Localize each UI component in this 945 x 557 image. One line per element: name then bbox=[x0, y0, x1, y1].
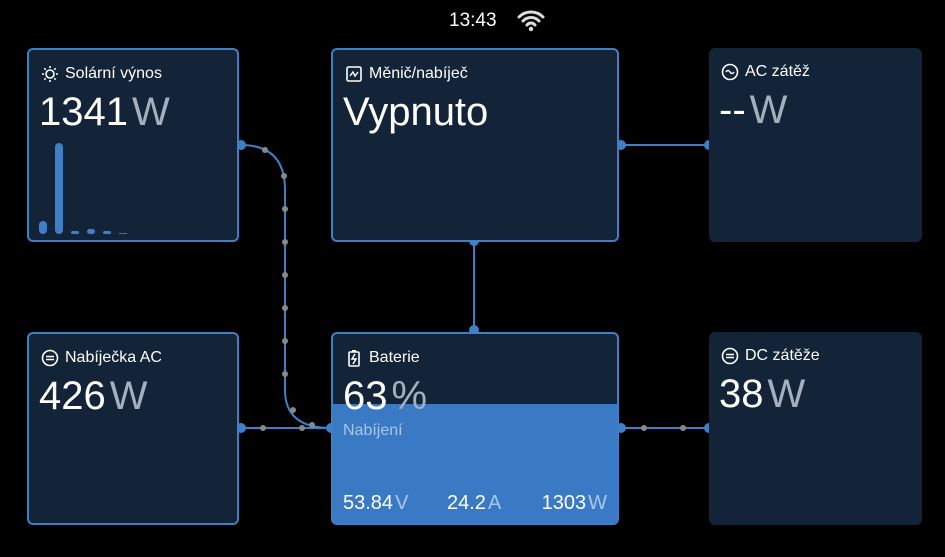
power-unit: W bbox=[588, 492, 607, 514]
battery-soc: 63 bbox=[343, 374, 388, 418]
charger-title: Nabíječka AC bbox=[65, 349, 162, 366]
clock: 13:43 bbox=[449, 10, 497, 31]
dc-icon bbox=[41, 349, 59, 367]
charger-value: 426 bbox=[39, 374, 106, 418]
battery-power: 1303 bbox=[541, 492, 587, 514]
battery-charging-icon bbox=[348, 350, 360, 367]
wifi-icon bbox=[517, 10, 545, 32]
ac-load-unit: W bbox=[749, 88, 788, 132]
solar-to-battery-line bbox=[240, 144, 332, 429]
ac-load-value: -- bbox=[719, 88, 746, 132]
solar-history-bar bbox=[103, 231, 111, 234]
solar-value: 1341 bbox=[39, 90, 128, 134]
inverter-state: Vypnuto bbox=[343, 90, 489, 134]
dc-load-title: DC zátěže bbox=[745, 347, 820, 364]
dc-load-unit: W bbox=[767, 372, 806, 416]
solar-title: Solární výnos bbox=[65, 65, 162, 82]
battery-soc-fill bbox=[333, 403, 617, 523]
solar-history-bar bbox=[87, 228, 95, 234]
voltage-unit: V bbox=[395, 492, 409, 514]
dc-load-value: 38 bbox=[719, 372, 764, 416]
battery-current: 24.2 bbox=[447, 492, 486, 514]
ac-icon bbox=[721, 63, 739, 81]
solar-history-bar bbox=[39, 221, 47, 234]
current-unit: A bbox=[487, 492, 502, 514]
ac-load-title: AC zátěž bbox=[745, 63, 810, 80]
dc-icon bbox=[721, 347, 739, 365]
battery-voltage: 53.84 bbox=[343, 492, 394, 514]
solar-history-bar bbox=[71, 231, 79, 234]
battery-soc-unit: % bbox=[391, 374, 428, 418]
ac-load-card[interactable]: AC zátěž --W bbox=[709, 48, 922, 242]
charger-unit: W bbox=[109, 374, 148, 418]
battery-title: Baterie bbox=[369, 349, 420, 366]
inverter-charger-card[interactable]: Měnič/nabíječ Vypnuto bbox=[331, 48, 619, 242]
solar-history-bar bbox=[119, 233, 127, 234]
inverter-icon bbox=[346, 66, 362, 82]
solar-history-bar bbox=[55, 143, 63, 234]
solar-unit: W bbox=[131, 90, 170, 134]
flow-dots bbox=[260, 147, 686, 431]
inverter-title: Měnič/nabíječ bbox=[369, 65, 468, 82]
sun-icon bbox=[42, 66, 58, 82]
battery-state: Nabíjení bbox=[343, 422, 403, 439]
